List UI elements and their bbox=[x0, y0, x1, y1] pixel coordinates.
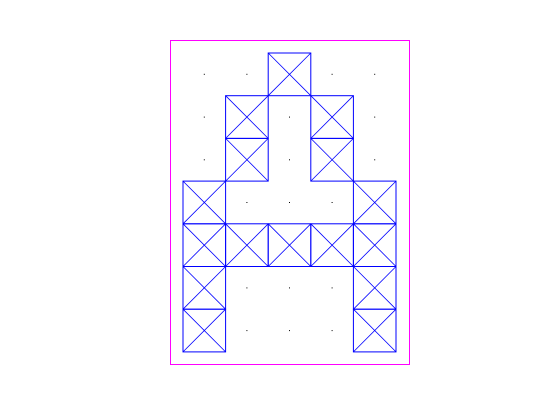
crossed-cell bbox=[310, 95, 354, 139]
grid-dot bbox=[374, 73, 376, 75]
grid-dot bbox=[246, 202, 248, 203]
cell-border bbox=[225, 137, 269, 182]
crossed-cell bbox=[310, 137, 354, 182]
grid-dots bbox=[203, 73, 376, 332]
grid-dot bbox=[289, 159, 290, 161]
cell-diagonal bbox=[310, 223, 354, 267]
crossed-cell bbox=[182, 180, 227, 225]
crossed-cell bbox=[267, 223, 312, 268]
cell-border bbox=[310, 137, 354, 182]
crossed-cell bbox=[225, 137, 269, 182]
grid-dot bbox=[289, 116, 290, 118]
cell-border bbox=[267, 52, 312, 97]
cell-diagonal bbox=[353, 180, 397, 225]
grid-dot bbox=[246, 287, 248, 289]
cell-diagonal bbox=[310, 95, 354, 139]
grid-dot bbox=[203, 73, 205, 75]
crossed-cell bbox=[182, 266, 227, 310]
cell-diagonal bbox=[267, 52, 312, 96]
crossed-cell bbox=[352, 223, 397, 268]
crossed-cell bbox=[225, 223, 269, 268]
grid-dot bbox=[331, 287, 333, 289]
grid-dot bbox=[203, 116, 205, 118]
crossed-cell bbox=[352, 266, 397, 310]
crossed-cell bbox=[182, 223, 227, 268]
cell-diagonal bbox=[182, 223, 226, 267]
grid-dot bbox=[289, 202, 290, 203]
outer-frame bbox=[170, 40, 410, 365]
crossed-cell bbox=[182, 308, 227, 353]
cell-border bbox=[352, 308, 397, 353]
grid-dot bbox=[246, 73, 248, 75]
crossed-cell bbox=[267, 52, 312, 97]
cell-border bbox=[182, 308, 227, 353]
cell-diagonal bbox=[182, 266, 226, 310]
grid-dot bbox=[203, 159, 205, 161]
crossed-cell bbox=[225, 95, 269, 139]
cell-diagonal bbox=[353, 308, 397, 353]
crossed-cell bbox=[310, 223, 354, 268]
crossed-cell bbox=[352, 180, 397, 225]
grid-dot bbox=[289, 330, 290, 332]
cell-diagonal bbox=[225, 223, 269, 267]
grid-dot bbox=[331, 330, 333, 332]
filled-cells bbox=[182, 52, 397, 353]
grid-dot bbox=[331, 202, 333, 203]
cell-diagonal bbox=[353, 223, 397, 267]
cell-diagonal bbox=[353, 266, 397, 310]
grid-dot bbox=[331, 73, 333, 75]
grid-dot bbox=[374, 159, 376, 161]
cell-diagonal bbox=[310, 138, 354, 182]
cell-diagonal bbox=[225, 138, 269, 182]
cell-diagonal bbox=[225, 95, 269, 139]
cell-diagonal bbox=[267, 223, 312, 267]
grid-dot bbox=[374, 116, 376, 118]
grid-dot bbox=[289, 287, 290, 289]
crossed-cell bbox=[352, 308, 397, 353]
grid-dot bbox=[246, 330, 248, 332]
cell-diagonal bbox=[182, 180, 226, 225]
cell-diagonal bbox=[182, 308, 226, 353]
